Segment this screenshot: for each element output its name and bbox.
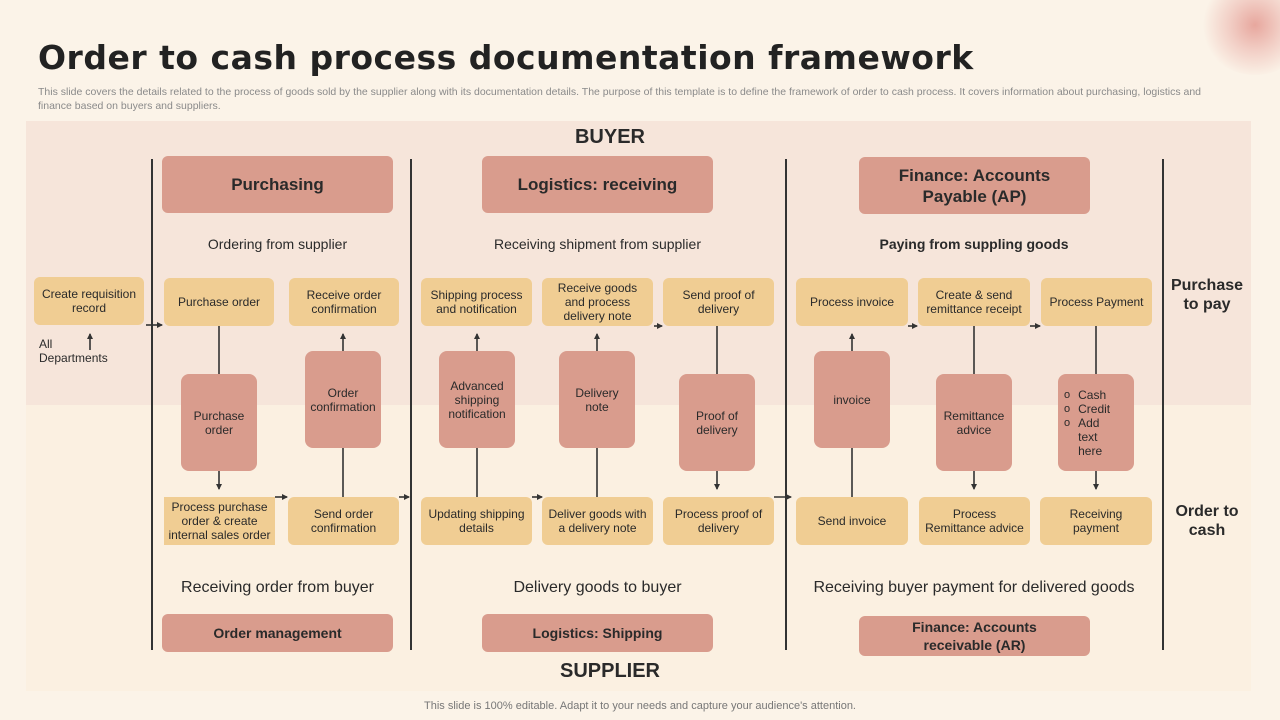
- step-updating-shipping-details: Updating shipping details: [421, 497, 532, 545]
- doc-advanced-shipping-notification: Advanced shipping notification: [439, 351, 515, 448]
- buyer-label: BUYER: [574, 126, 645, 148]
- header-logistics-receiving: Logistics: receiving: [482, 156, 713, 213]
- step-process-payment: Process Payment: [1041, 278, 1152, 326]
- supplier-label: SUPPLIER: [559, 660, 661, 682]
- doc-order-confirmation: Order confirmation: [305, 351, 381, 448]
- step-send-order-confirmation: Send order confirmation: [288, 497, 399, 545]
- doc-invoice: invoice: [814, 351, 890, 448]
- step-process-purchase-order: Process purchase order & create internal…: [164, 497, 275, 545]
- divider-line: [151, 159, 153, 650]
- step-receive-order-confirmation: Receive order confirmation: [289, 278, 399, 326]
- step-process-proof-of-delivery: Process proof of delivery: [663, 497, 774, 545]
- caption-receiving-payment: Receiving buyer payment for delivered go…: [813, 579, 1135, 596]
- doc-proof-of-delivery: Proof of delivery: [679, 374, 755, 471]
- header-finance-ar: Finance: Accounts receivable (AR): [859, 616, 1090, 656]
- all-departments-label: All Departments: [39, 337, 108, 365]
- step-send-proof-of-delivery: Send proof of delivery: [663, 278, 774, 326]
- doc-delivery-note: Delivery note: [559, 351, 635, 448]
- step-process-invoice: Process invoice: [796, 278, 908, 326]
- step-purchase-order: Purchase order: [164, 278, 274, 326]
- caption-paying: Paying from suppling goods: [879, 236, 1069, 252]
- step-receiving-payment: Receiving payment: [1040, 497, 1152, 545]
- create-requisition-box: Create requisition record: [34, 277, 144, 325]
- caption-receiving-order: Receiving order from buyer: [181, 579, 374, 596]
- step-process-remittance-advice: Process Remittance advice: [919, 497, 1030, 545]
- doc-remittance-advice: Remittance advice: [936, 374, 1012, 471]
- step-deliver-goods: Deliver goods with a delivery note: [542, 497, 653, 545]
- footer-note: This slide is 100% editable. Adapt it to…: [424, 700, 856, 712]
- page-subtitle: This slide covers the details related to…: [38, 86, 1202, 112]
- step-receive-goods: Receive goods and process delivery note: [542, 278, 653, 326]
- bullet-icon: o: [1064, 388, 1071, 401]
- header-logistics-shipping: Logistics: Shipping: [482, 614, 713, 652]
- header-finance-ap: Finance: Accounts Payable (AP): [859, 157, 1090, 214]
- divider-line: [410, 159, 412, 650]
- bullet-icon: o: [1064, 416, 1071, 429]
- step-send-invoice: Send invoice: [796, 497, 908, 545]
- doc-purchase-order: Purchase order: [181, 374, 257, 471]
- order-to-cash-label: Order to cash: [1175, 503, 1239, 539]
- header-purchasing: Purchasing: [162, 156, 393, 213]
- purchase-to-pay-label: Purchase to pay: [1170, 277, 1244, 313]
- divider-line: [785, 159, 787, 650]
- caption-receiving-shipment: Receiving shipment from supplier: [494, 236, 701, 252]
- page-title: Order to cash process documentation fram…: [38, 38, 974, 77]
- divider-line: [1162, 159, 1164, 650]
- caption-ordering: Ordering from supplier: [207, 236, 348, 252]
- step-create-remittance-receipt: Create & send remittance receipt: [918, 278, 1030, 326]
- step-shipping-process: Shipping process and notification: [421, 278, 532, 326]
- bullet-icon: o: [1064, 402, 1071, 415]
- caption-delivery-goods: Delivery goods to buyer: [513, 579, 682, 596]
- header-order-management: Order management: [162, 614, 393, 652]
